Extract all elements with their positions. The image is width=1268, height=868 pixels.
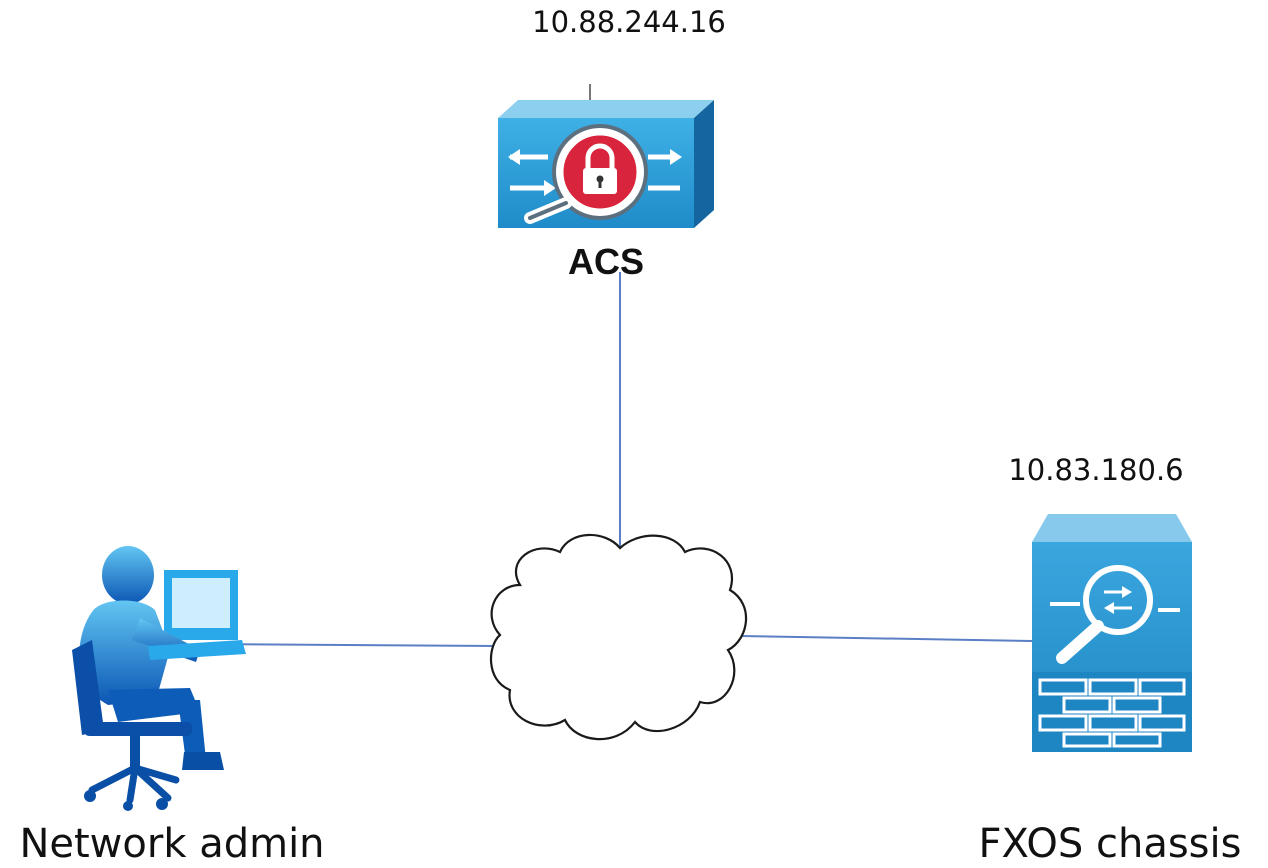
admin-label: Network admin bbox=[19, 821, 324, 867]
acs-label: ACS bbox=[568, 241, 644, 282]
fxos-ip-label: 10.83.180.6 bbox=[1008, 453, 1183, 487]
acs-node: 10.88.244.16 bbox=[498, 5, 726, 282]
admin-node: Network admin bbox=[19, 546, 325, 867]
link-admin-cloud bbox=[199, 643, 498, 647]
link-cloud-fxos bbox=[739, 635, 1033, 642]
fxos-node: 10.83.180.6 bbox=[979, 453, 1242, 867]
acs-ip-label: 10.88.244.16 bbox=[532, 5, 726, 39]
firewall-chassis-icon bbox=[1032, 514, 1192, 752]
network-links bbox=[199, 272, 1033, 647]
acs-server-icon bbox=[498, 84, 714, 228]
network-admin-icon bbox=[72, 546, 246, 811]
network-cloud-icon bbox=[489, 533, 747, 741]
fxos-label: FXOS chassis bbox=[979, 821, 1242, 867]
